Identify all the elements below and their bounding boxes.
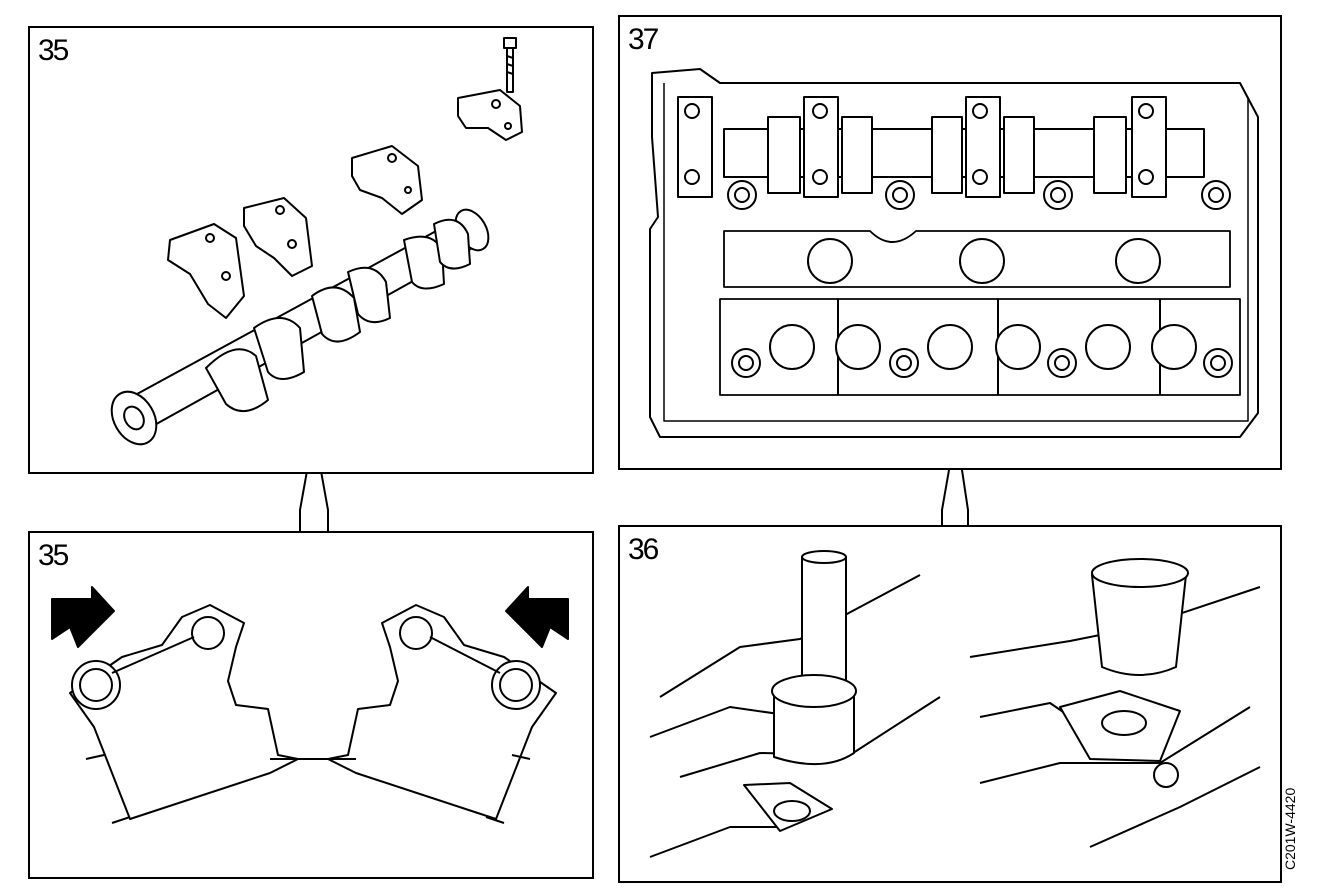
camshaft-icon [110, 208, 490, 446]
panel-cylinder-head-top-view: 37 [618, 15, 1282, 470]
panel-seal-cross-section: 35 [28, 531, 594, 879]
bolt-icon [1203, 348, 1233, 378]
cylinder-head-illustration [649, 68, 1259, 438]
bearing-cap-icon [457, 89, 523, 141]
cross-section-illustration [51, 586, 569, 824]
bolt-icon [1201, 180, 1231, 210]
drift-tool-icon [771, 550, 857, 766]
bearing-cap-icon [965, 96, 1001, 198]
panel-number: 36 [628, 533, 659, 566]
panel-number: 35 [38, 34, 69, 67]
seal-installation-illustration [649, 550, 1261, 858]
bearing-cap-icon [243, 197, 313, 277]
panel-number: 35 [38, 539, 69, 572]
bearing-cap-icon [167, 223, 245, 319]
panel-camshaft-exploded: 35 [28, 26, 594, 474]
arrow-icon [51, 586, 115, 648]
arrow-icon [505, 586, 569, 648]
bolt-icon [727, 180, 757, 210]
bolt-icon [1047, 348, 1077, 378]
panel-number: 37 [628, 23, 659, 56]
figure-code: C201W-4420 [1282, 787, 1298, 870]
panel-seal-installation: 36 [618, 525, 1282, 883]
bolt-icon [889, 348, 919, 378]
bearing-cap-icon [351, 145, 423, 215]
bolt-icon [731, 348, 761, 378]
bolt-icon [1043, 180, 1073, 210]
seal-sleeve-icon [1091, 558, 1189, 676]
bearing-cap-icon [677, 96, 713, 198]
bearing-cap-icon [803, 96, 839, 198]
bolt-icon [503, 37, 517, 93]
bearing-cap-icon [1131, 96, 1167, 198]
bolt-icon [885, 180, 915, 210]
camshaft-exploded-illustration [110, 37, 523, 446]
